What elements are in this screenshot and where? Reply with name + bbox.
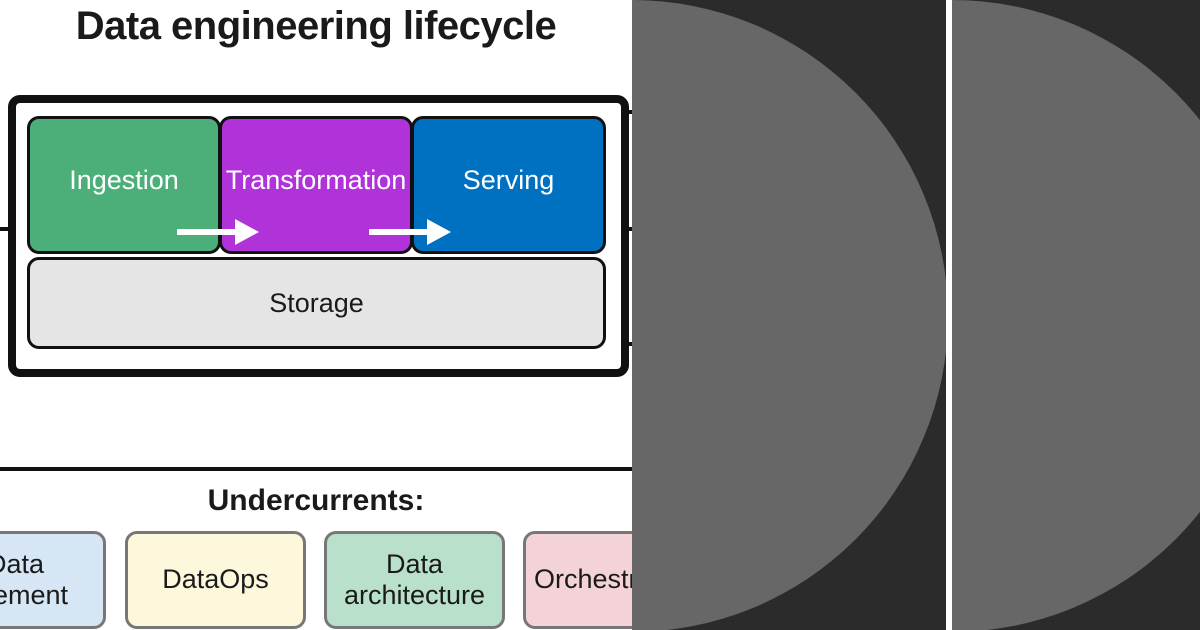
undercurrent-data-management-label: Data agement xyxy=(0,548,69,610)
undercurrent-dataops: DataOps xyxy=(125,531,306,629)
half-circle-shape xyxy=(632,0,948,630)
stage-ingestion: Ingestion xyxy=(27,116,221,254)
stage-ingestion-label: Ingestion xyxy=(69,164,179,195)
right-connector-tick-1 xyxy=(621,110,632,114)
section-divider xyxy=(0,467,632,471)
stage-serving: Serving xyxy=(411,116,606,254)
undercurrent-data-architecture: Data architecture xyxy=(324,531,505,629)
storage-layer: Storage xyxy=(27,257,606,349)
undercurrent-orchestration: Orchestr xyxy=(523,531,632,629)
undercurrent-data-architecture-label: Data architecture xyxy=(343,548,486,610)
undercurrent-orchestration-label: Orchestr xyxy=(534,564,632,595)
left-connector-tick xyxy=(0,227,8,231)
right-connector-tick-3 xyxy=(621,342,632,346)
undercurrent-dataops-label: DataOps xyxy=(162,564,269,595)
half-circle-shape xyxy=(952,0,1200,630)
decorative-shapes xyxy=(632,0,1200,630)
undercurrent-data-management: Data agement xyxy=(0,531,106,629)
decorative-panel xyxy=(632,0,1200,630)
arrow-right-icon xyxy=(177,219,259,245)
stage-transformation-label: Transformation xyxy=(225,164,407,195)
diagram-title: Data engineering lifecycle xyxy=(75,4,557,48)
storage-label: Storage xyxy=(269,287,364,318)
arrow-right-icon xyxy=(369,219,451,245)
lifecycle-diagram-panel: Data engineering lifecycle Ingestion Tra… xyxy=(0,4,632,629)
undercurrents-heading: Undercurrents: xyxy=(207,484,425,517)
stage-serving-label: Serving xyxy=(462,164,555,195)
panel-divider xyxy=(946,0,952,630)
right-connector-tick-2 xyxy=(621,227,632,231)
